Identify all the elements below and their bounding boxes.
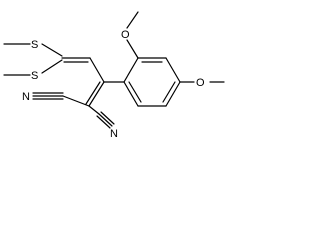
bond-s-c-lower	[41, 59, 63, 74]
ring-inner-2	[162, 81, 176, 103]
bond-cn-right-3	[96, 115, 111, 129]
bond-c2-c3	[89, 57, 105, 83]
bond-cn-right-1	[98, 113, 113, 127]
bond-c4-cn-right	[88, 105, 100, 115]
atom-o-para: O	[196, 77, 205, 89]
ring-bond-1	[123, 57, 139, 83]
bond-s-c-upper	[41, 43, 63, 57]
ring-inner-3	[128, 81, 142, 103]
ring-bond-6	[123, 81, 139, 107]
bond-ring-o-ortho	[126, 39, 139, 59]
ring-bond-3	[165, 57, 181, 83]
bond-c4-cn-left	[62, 95, 90, 107]
molecule-structure: S S O O N N	[3, 11, 225, 140]
bond-cn-right-2	[100, 111, 115, 125]
atom-n-bottom: N	[110, 128, 118, 140]
atom-labels: S S O O N N	[22, 29, 205, 140]
atom-s-upper: S	[31, 39, 38, 51]
ring-bond-4	[165, 81, 181, 107]
bond-lines	[3, 11, 225, 129]
bond-c3-c4	[88, 81, 105, 107]
atom-s-lower: S	[31, 70, 38, 82]
bond-c3-c4-double	[85, 81, 101, 105]
atom-o-ortho: O	[121, 29, 130, 41]
bond-o-me-ortho	[126, 11, 139, 29]
atom-n-top: N	[22, 91, 30, 103]
structure-canvas: S S O O N N	[0, 0, 234, 158]
